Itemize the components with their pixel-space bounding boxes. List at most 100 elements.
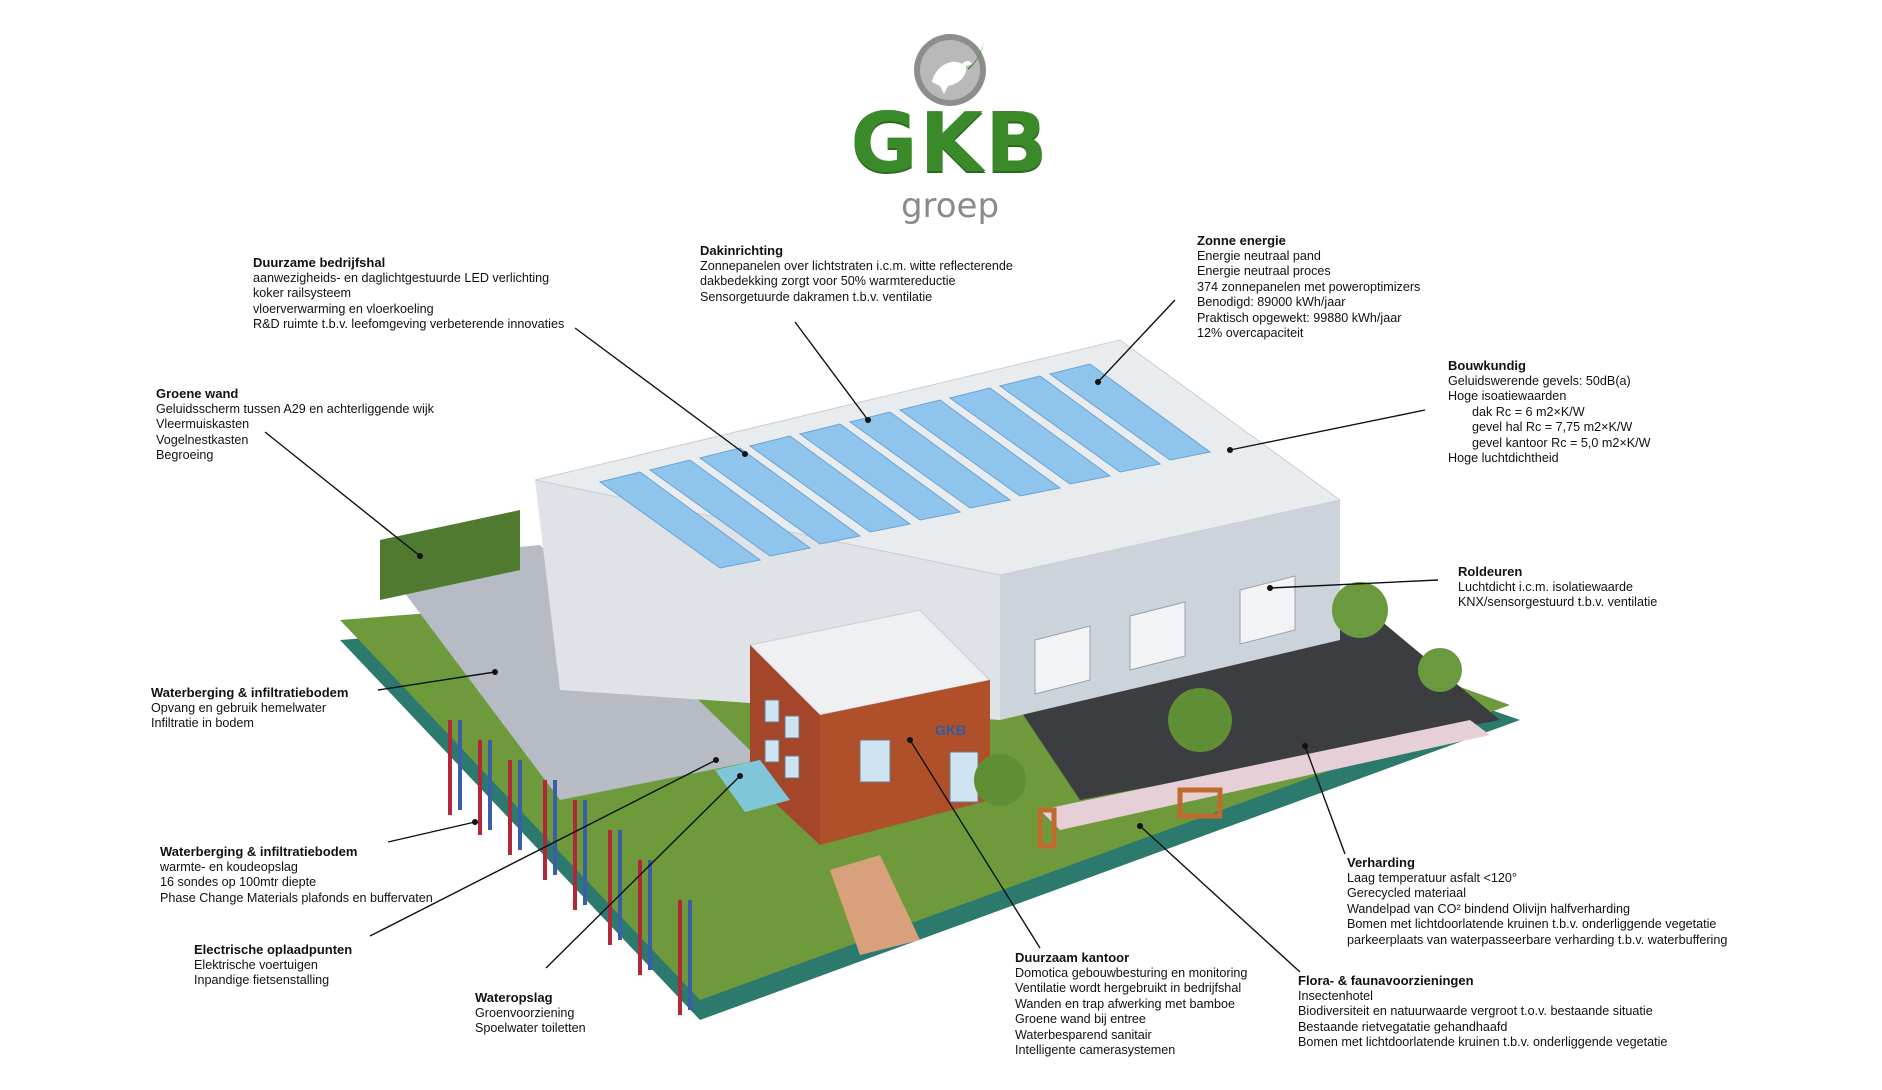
annotation-title: Electrische oplaadpunten: [194, 942, 353, 957]
trees: [974, 582, 1462, 806]
annotation-line: KNX/sensorgestuurd t.b.v. ventilatie: [1458, 595, 1658, 609]
tree: [1418, 648, 1462, 692]
annotation-title: Dakinrichting: [700, 243, 784, 258]
annotation-title: Waterberging & infiltratiebodem: [160, 844, 358, 859]
green-wall: [380, 510, 520, 600]
annotation-line: vloerverwarming en vloerkoeling: [253, 301, 434, 316]
annotation-line: Waterbesparend sanitair: [1015, 1027, 1152, 1042]
annotation-line: Energie neutraal proces: [1197, 264, 1331, 278]
leader-waterberging2: [387, 821, 476, 843]
annotation-title: Duurzaam kantoor: [1015, 950, 1130, 965]
annotation-line: Benodigd: 89000 kWh/jaar: [1197, 295, 1346, 309]
office-windows: [764, 699, 979, 803]
annotation-flora-fauna: Flora- & faunavoorzieningen Insectenhote…: [1298, 973, 1667, 1051]
annotation-line: Laag temperatuur asfalt <120°: [1347, 870, 1517, 885]
annotation-zonne-energie: Zonne energie Energie neutraal pand Ener…: [1197, 233, 1420, 342]
leader-dot: [742, 451, 748, 457]
annotation-groene-wand: Groene wand Geluidsscherm tussen A29 en …: [156, 386, 434, 464]
annotation-title: Roldeuren: [1458, 564, 1523, 579]
annotation-line: 12% overcapaciteit: [1197, 326, 1304, 340]
annotation-line: Wandelpad van CO² bindend Olivijn halfve…: [1347, 901, 1631, 916]
annotation-line: 16 sondes op 100mtr diepte: [160, 875, 317, 889]
annotation-line: Praktisch opgewekt: 99880 kWh/jaar: [1197, 310, 1402, 325]
annotation-line: Elektrische voertuigen: [194, 957, 318, 972]
leader-dot: [907, 737, 913, 743]
annotation-line: 374 zonnepanelen met poweroptimizers: [1197, 279, 1421, 294]
annotation-verharding: Verharding Laag temperatuur asfalt <120°…: [1347, 855, 1727, 948]
leader-dot: [417, 553, 423, 559]
annotation-line: Sensorgetuurde dakramen t.b.v. ventilati…: [700, 289, 933, 304]
leader-waterberging1: [377, 671, 496, 691]
skylight: [848, 411, 1012, 509]
skylight: [748, 435, 912, 533]
leader-dot: [1227, 447, 1233, 453]
logo-brand: GKB: [850, 96, 1050, 191]
gkb-logo: GKB groep: [840, 30, 1060, 230]
annotation-line: Spoelwater toiletten: [475, 1021, 586, 1035]
skylight: [798, 423, 962, 521]
leader-flora: [1139, 825, 1301, 973]
office-window: [764, 739, 780, 763]
leader-dot: [1137, 823, 1143, 829]
annotation-line: Gerecycled materiaal: [1347, 886, 1466, 900]
annotation-title: Flora- & faunavoorzieningen: [1298, 973, 1474, 988]
leader-dot: [865, 417, 871, 423]
annotation-line: Ventilatie wordt hergebruikt in bedrijfs…: [1015, 981, 1242, 995]
annotation-line: Intelligente camerasystemen: [1015, 1043, 1176, 1057]
office-window: [949, 751, 979, 803]
leader-roldeuren: [1269, 579, 1439, 589]
leader-bouwkundig: [1229, 409, 1426, 451]
walking-path: [1040, 720, 1490, 830]
annotation-line: Vogelnestkasten: [156, 432, 249, 447]
tree: [1332, 582, 1388, 638]
annotation-line: dakbedekking zorgt voor 50% warmtereduct…: [700, 274, 956, 288]
annotation-title: Wateropslag: [475, 990, 553, 1005]
skylight: [698, 447, 862, 545]
office-side: [820, 680, 990, 845]
annotation-line: Inpandige fietsenstalling: [194, 973, 330, 987]
annotation-bedrijfshal: Duurzame bedrijfshal aanwezigheids- en d…: [253, 255, 564, 333]
annotation-line: Insectenhotel: [1298, 988, 1373, 1003]
leader-zonne: [1097, 299, 1176, 383]
leader-dot: [492, 669, 498, 675]
annotation-line: Biodiversiteit en natuurwaarde vergroot …: [1298, 1004, 1653, 1018]
office-window: [784, 715, 800, 739]
leader-bedrijfshal: [574, 327, 746, 455]
annotation-line: Begroeing: [156, 448, 214, 462]
leader-verharding: [1304, 745, 1346, 855]
annotation-waterberging-1: Waterberging & infiltratiebodem Opvang e…: [151, 685, 348, 732]
skylight: [648, 459, 812, 557]
annotation-line: Domotica gebouwbesturing en monitoring: [1015, 965, 1248, 980]
leader-dakinrichting: [794, 321, 869, 421]
skylight: [998, 375, 1162, 473]
annotation-roldeuren: Roldeuren Luchtdicht i.c.m. isolatiewaar…: [1458, 564, 1657, 611]
wooden-frame: [1177, 787, 1223, 819]
annotation-line: gevel kantoor Rc = 5,0 m2×K/W: [1472, 435, 1651, 450]
tree: [1168, 688, 1232, 752]
leader-dots: [417, 379, 1308, 829]
annotation-line: Energie neutraal pand: [1197, 248, 1321, 263]
leader-kantoor: [909, 739, 1041, 949]
annotation-line: R&D ruimte t.b.v. leefomgeving verbetere…: [253, 317, 565, 331]
leader-oplaadpunten: [369, 759, 717, 937]
annotation-title: Verharding: [1347, 855, 1415, 870]
logo-subtitle: groep: [900, 186, 1000, 226]
annotation-waterberging-2: Waterberging & infiltratiebodem warmte- …: [160, 844, 433, 906]
annotation-title: Groene wand: [156, 386, 239, 401]
leader-dot: [713, 757, 719, 763]
annotation-dakinrichting: Dakinrichting Zonnepanelen over lichtstr…: [700, 243, 1013, 305]
annotation-wateropslag: Wateropslag Groenvoorziening Spoelwater …: [475, 990, 586, 1037]
office-window: [764, 699, 780, 723]
annotation-line: Geluidswerende gevels: 50dB(a): [1448, 373, 1631, 388]
leader-dot: [1267, 585, 1273, 591]
leader-dot: [737, 773, 743, 779]
roller-door: [1239, 575, 1296, 645]
skylights: [598, 363, 1212, 569]
annotation-oplaadpunten: Electrische oplaadpunten Elektrische voe…: [194, 942, 352, 989]
pond: [715, 760, 790, 812]
annotation-line: dak Rc = 6 m2×K/W: [1472, 404, 1585, 419]
annotation-line: aanwezigheids- en daglichtgestuurde LED …: [253, 270, 550, 285]
annotation-title: Bouwkundig: [1448, 358, 1526, 373]
office-window: [784, 755, 800, 779]
